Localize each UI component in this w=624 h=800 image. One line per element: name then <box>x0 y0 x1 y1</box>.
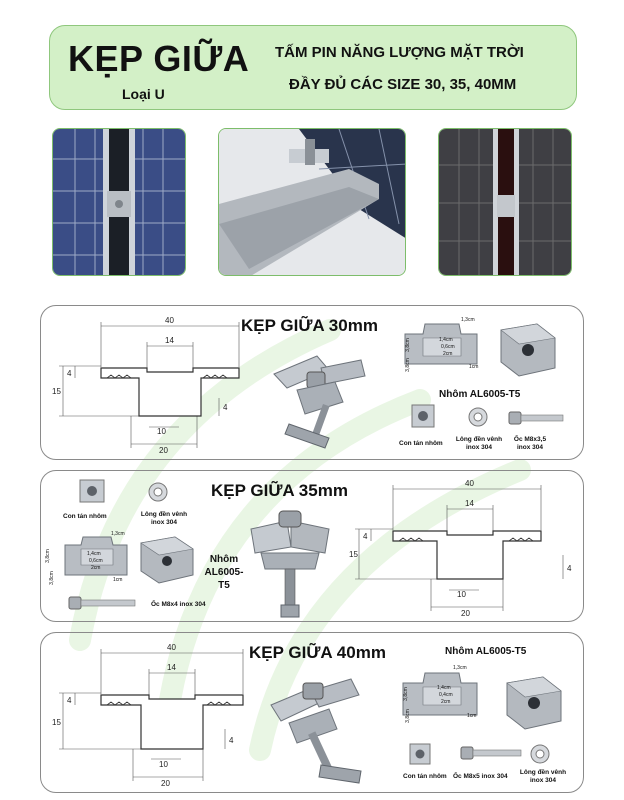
material-30: Nhôm AL6005-T5 <box>439 389 521 400</box>
part-profile-30 <box>404 323 478 365</box>
photo-clamp-side-view <box>218 128 406 276</box>
clamp-assembly-40 <box>270 678 362 784</box>
clamp-assembly-35 <box>250 510 330 618</box>
nut-label-35: Con tán nhôm <box>63 513 107 520</box>
nut-label-40: Con tán nhôm <box>403 773 447 780</box>
section-title-30: KẸP GIỮA 30mm <box>241 316 378 335</box>
svg-text:10: 10 <box>159 760 168 769</box>
washer-label-30: Lông đền vênh inox 304 <box>455 436 503 452</box>
svg-text:40: 40 <box>465 479 474 488</box>
svg-text:14: 14 <box>167 663 176 672</box>
part-profile-35 <box>64 536 128 576</box>
svg-text:10: 10 <box>457 590 466 599</box>
svg-text:4: 4 <box>67 696 72 705</box>
part-3d-35 <box>140 536 194 584</box>
section-35mm: Con tán nhôm Lông đền vênh inox 304 1,3c… <box>40 470 584 622</box>
bolt-label-40: Ốc M8x5 inox 304 <box>453 773 508 780</box>
nut-image-30 <box>411 404 435 428</box>
dim-inner: 14 <box>165 336 174 345</box>
svg-text:4: 4 <box>567 564 572 573</box>
dim-lip-right: 4 <box>223 403 228 412</box>
bolt-label-35: Ốc M8x4 inox 304 <box>151 601 206 608</box>
header-line-1: TẤM PIN NĂNG LƯỢNG MẶT TRỜI <box>275 44 524 61</box>
nut-image-40 <box>409 743 431 765</box>
profile-drawing-30: 40 14 15 4 10 20 4 <box>52 316 240 455</box>
section-title-40: KẸP GIỮA 40mm <box>249 643 386 662</box>
bolt-image-40 <box>460 746 522 760</box>
header-banner: KẸP GIỮA Loại U TẤM PIN NĂNG LƯỢNG MẶT T… <box>49 25 577 110</box>
svg-text:15: 15 <box>349 550 358 559</box>
header-line-2: ĐẦY ĐỦ CÁC SIZE 30, 35, 40MM <box>289 76 517 93</box>
svg-text:4: 4 <box>229 736 234 745</box>
dim-gap: 10 <box>157 427 166 436</box>
svg-text:40: 40 <box>167 643 176 652</box>
section-30mm: 40 14 15 4 10 20 4 KẸP GIỮA 30mm 1,3cm 1… <box>40 305 584 460</box>
svg-text:20: 20 <box>161 779 170 788</box>
bolt-image-35 <box>68 596 136 610</box>
svg-text:4: 4 <box>363 532 368 541</box>
svg-text:20: 20 <box>461 609 470 618</box>
nut-label-30: Con tán nhôm <box>399 440 443 447</box>
page-title: KẸP GIỮA <box>68 38 250 79</box>
washer-label-40: Lông đền vênh inox 304 <box>519 769 567 785</box>
washer-image-30 <box>468 407 488 427</box>
nut-image-35 <box>79 479 105 503</box>
page-subtitle: Loại U <box>122 86 165 102</box>
photo-clamp-top-view <box>52 128 186 276</box>
part-3d-40 <box>506 676 562 730</box>
profile-drawing-35: 40 14 15 4 10 20 4 <box>349 479 572 618</box>
part-profile-40 <box>402 672 478 716</box>
material-35: Nhôm AL6005-T5 <box>204 554 244 591</box>
part-3d-30 <box>500 323 556 377</box>
washer-image-40 <box>530 744 550 764</box>
section-40mm: 40 14 15 4 10 20 4 KẸP GIỮA 40mm Nhôm AL… <box>40 632 584 793</box>
photo-clamp-installed <box>438 128 572 276</box>
clamp-assembly-30 <box>273 355 366 449</box>
dim-height: 15 <box>52 387 61 396</box>
dim-width: 40 <box>165 316 174 325</box>
bolt-label-30: Ốc M8x3,5 inox 304 <box>513 436 547 452</box>
dim-lip: 4 <box>67 369 72 378</box>
section-title-35: KẸP GIỮA 35mm <box>211 481 348 500</box>
washer-image-35 <box>148 482 168 502</box>
dim-base: 20 <box>159 446 168 455</box>
bolt-image-30 <box>508 411 564 425</box>
svg-text:14: 14 <box>465 499 474 508</box>
svg-text:15: 15 <box>52 718 61 727</box>
washer-label-35: Lông đền vênh inox 304 <box>140 511 188 527</box>
profile-drawing-40: 40 14 15 4 10 20 4 <box>52 643 244 788</box>
material-40: Nhôm AL6005-T5 <box>445 646 527 657</box>
